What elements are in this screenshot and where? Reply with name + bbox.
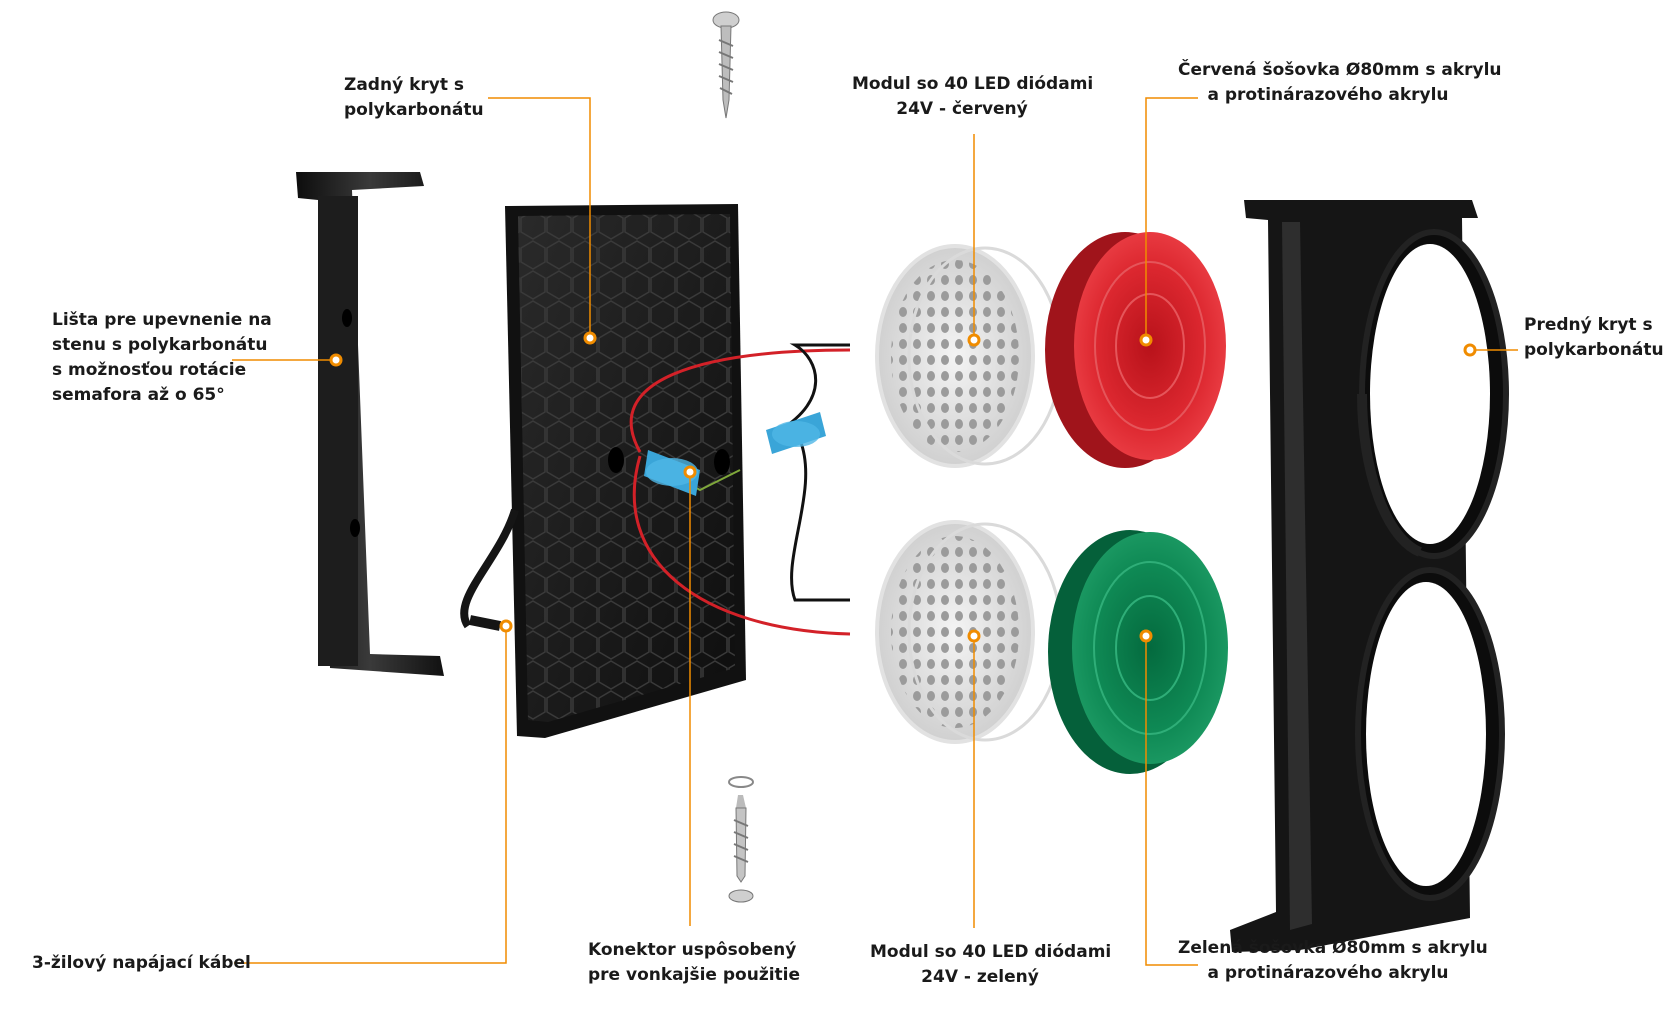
label-led-red: Modul so 40 LED diódami 24V - červený	[852, 74, 1094, 119]
mounting-bar	[296, 172, 444, 676]
wiring	[460, 343, 851, 636]
label-led-green: Modul so 40 LED diódami 24V - zelený	[870, 942, 1112, 987]
leader-lines	[232, 97, 1518, 966]
label-mount-bar: Lišta pre upevnenie na stenu s polykarbo…	[52, 310, 272, 405]
top-screw	[712, 11, 740, 119]
leader-green-lens-dot	[1139, 629, 1153, 643]
label-cable: 3-žilový napájací kábel	[32, 953, 251, 973]
label-connector: Konektor uspôsobený pre vonkajšie použit…	[588, 940, 801, 985]
connector	[644, 412, 826, 496]
label-green-lens: Zelená šošovka Ø80mm s akrylu a protinár…	[1178, 938, 1488, 983]
leader-connector-dot	[683, 465, 697, 479]
leader-red-lens-dot	[1139, 333, 1153, 347]
bottom-screw	[728, 776, 754, 903]
back-cover	[505, 204, 746, 738]
leader-front-cover-dot	[1463, 343, 1477, 357]
led-module-red	[875, 244, 1063, 468]
label-back-cover: Zadný kryt s polykarbonátu	[344, 75, 484, 120]
front-cover	[1230, 200, 1509, 952]
leader-led-red-dot	[967, 333, 981, 347]
leader-cable	[234, 626, 507, 964]
leader-back-cover-dot	[583, 331, 597, 345]
led-module-green	[875, 520, 1063, 744]
leader-green-lens	[1145, 636, 1198, 966]
label-red-lens: Červená šošovka Ø80mm s akrylu a protiná…	[1178, 60, 1502, 105]
leader-red-lens	[1145, 97, 1198, 340]
leader-mount-bar-dot	[329, 353, 343, 367]
red-lens	[1045, 232, 1226, 468]
label-front-cover: Predný kryt s polykarbonátu	[1524, 315, 1664, 360]
leader-cable-dot	[499, 619, 513, 633]
leader-back-cover	[488, 97, 591, 338]
leader-led-green-dot	[967, 629, 981, 643]
green-lens	[1048, 530, 1228, 774]
